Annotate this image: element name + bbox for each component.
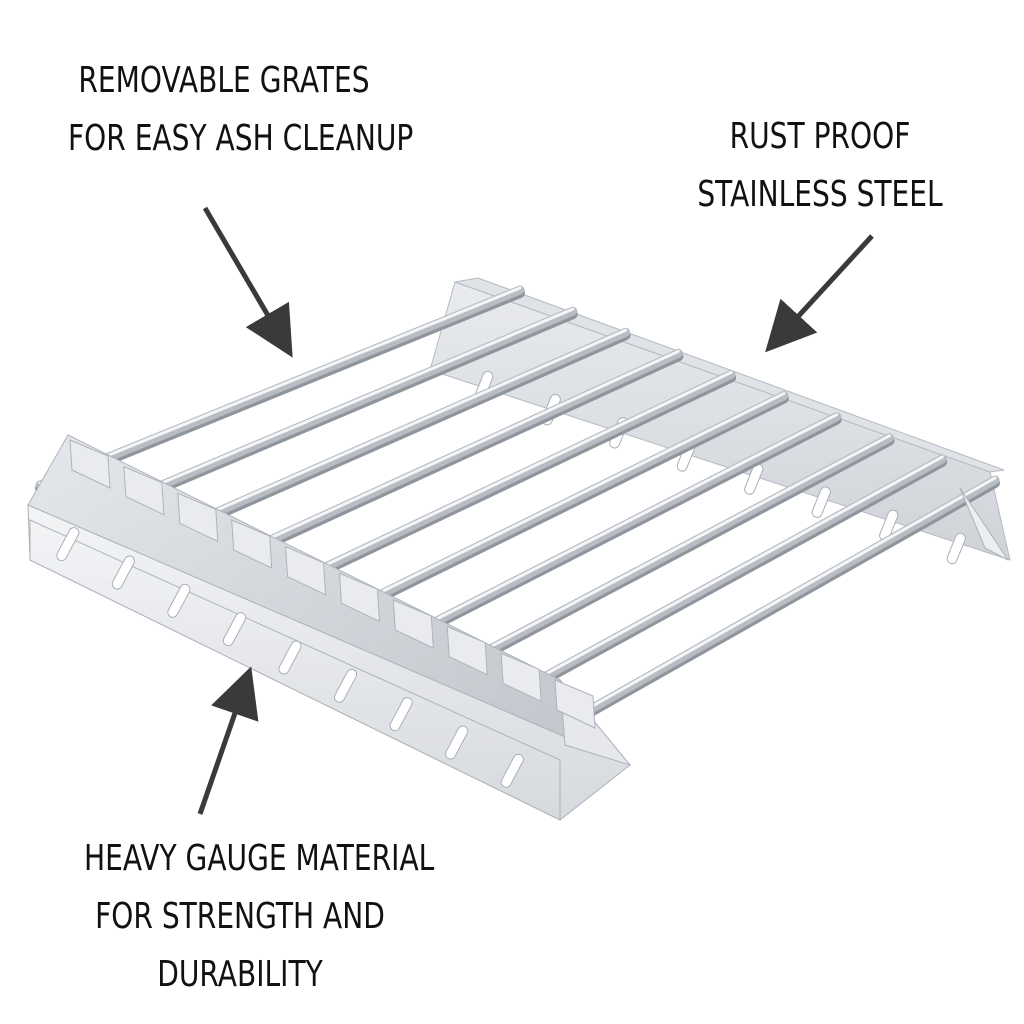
front-slot [278,640,302,675]
callout-line: FOR STRENGTH AND [95,896,385,937]
front-slot [500,753,524,788]
grate-rod [203,348,683,573]
callout-line: RUST PROOF [729,116,911,157]
callout-line: FOR EASY ASH CLEANUP [68,118,414,159]
front-slot [445,725,469,760]
back-slot [811,486,831,518]
rail-tab [177,492,219,543]
rail-tab [392,599,434,649]
back-slot [946,532,966,565]
front-rail [27,434,632,821]
front-slot [333,668,358,703]
rail-tab [500,652,542,703]
arrow-rust-proof [765,234,874,353]
rail-tab [231,519,273,569]
front-slot [111,555,135,590]
grate-rod [91,306,578,518]
rod-highlight [94,307,575,513]
grate-rod [540,475,1000,740]
grate-rod [147,327,631,546]
callout-rust-proof: RUST PROOF STAINLESS STEEL [680,108,961,224]
rod-highlight [206,349,680,568]
grate-rod [484,454,947,712]
rail-tab [69,439,111,489]
rod-highlight [543,476,997,735]
rail-tab [338,572,380,623]
rod-highlight [262,370,733,596]
grate-rod [316,391,789,629]
callout-line: DURABILITY [157,954,323,995]
front-slot [167,583,191,618]
rod-highlight [375,413,839,652]
back-rail-endcap [959,487,1009,561]
front-slot [56,527,80,562]
callout-line: HEAVY GAUGE MATERIAL [84,838,435,879]
grate-rod [259,369,736,601]
front-slot [389,697,413,732]
callout-removable-grates: REMOVABLE GRATES FOR EASY ASH CLEANUP [68,52,414,168]
front-slot [222,612,247,647]
arrow-heavy-gauge [197,666,259,815]
rods [35,285,1000,743]
grate-rod [428,433,894,684]
callout-line: STAINLESS STEEL [697,174,943,215]
rail-tab [446,625,488,676]
rod-highlight [487,455,944,707]
rod-highlight [319,392,786,624]
rail-tab [285,545,327,596]
grate-rod [372,412,842,657]
rod-highlight [150,328,628,541]
rod-highlight [38,286,522,485]
arrow-removable-grates [202,206,293,358]
rail-tab [123,465,165,516]
callout-line: REMOVABLE GRATES [78,60,370,101]
rod-highlight [431,434,891,679]
rail-tab [554,679,596,729]
grate-rod [35,285,525,490]
callout-heavy-gauge: HEAVY GAUGE MATERIAL FOR STRENGTH AND DU… [84,830,435,1004]
